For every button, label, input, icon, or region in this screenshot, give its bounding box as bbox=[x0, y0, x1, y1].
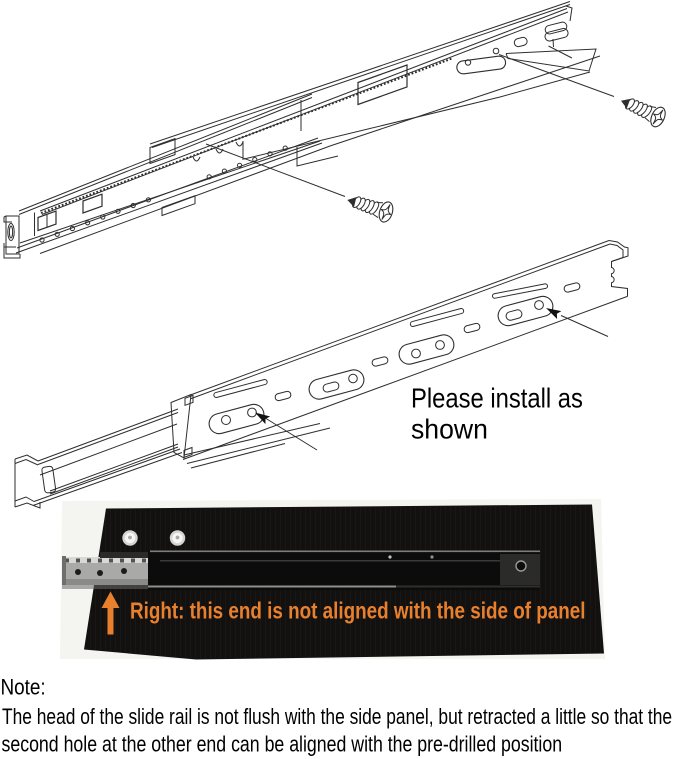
svg-text:Please install as: Please install as bbox=[411, 382, 583, 414]
svg-text:Right: this end is not aligned: Right: this end is not aligned with the … bbox=[130, 599, 585, 624]
svg-text:Note:: Note: bbox=[1, 675, 46, 700]
svg-text:The head of the slide rail is: The head of the slide rail is not flush … bbox=[2, 705, 672, 729]
svg-text:shown: shown bbox=[411, 413, 488, 445]
svg-text:second hole at the other end c: second hole at the other end can be alig… bbox=[2, 733, 563, 757]
